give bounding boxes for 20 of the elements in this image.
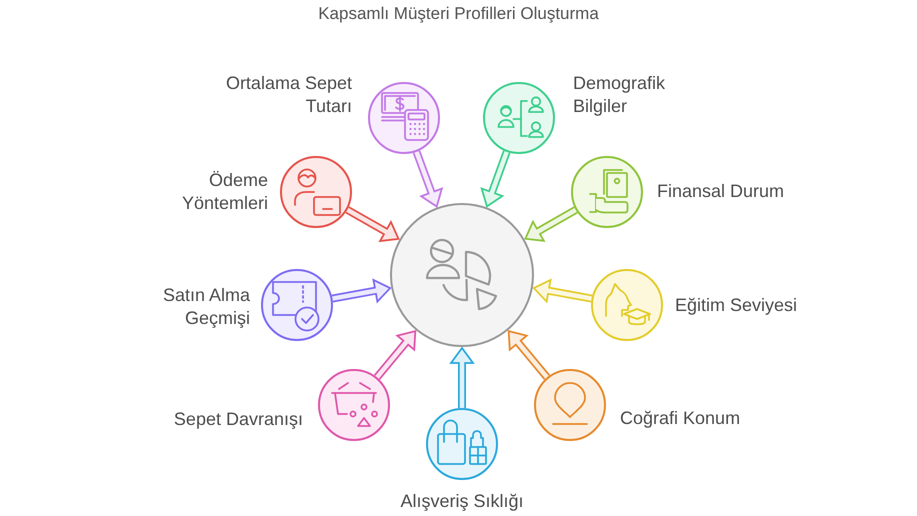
topic-label: Alışveriş Sıklığı xyxy=(400,490,524,513)
topic-label: Demografik Bilgiler xyxy=(573,72,666,118)
diagram-title: Kapsamlı Müşteri Profilleri Oluşturma xyxy=(318,4,599,24)
topic-label: Sepet Davranışı xyxy=(172,408,303,431)
arrow xyxy=(332,279,392,302)
topic-label: Satın Alma Geçmişi xyxy=(162,284,250,330)
arrow xyxy=(506,328,550,380)
arrow xyxy=(523,206,578,242)
arrow xyxy=(345,206,400,242)
topic-label: Ödeme Yöntemleri xyxy=(180,169,268,215)
arrow xyxy=(532,279,592,302)
arrow xyxy=(412,150,443,208)
hub-circle xyxy=(390,203,534,347)
topic-label: Finansal Durum xyxy=(657,180,786,203)
topic-label: Coğrafi Konum xyxy=(620,407,742,430)
topic-label: Ortalama Sepet Tutarı xyxy=(224,72,352,118)
arrow xyxy=(450,347,474,408)
arrow xyxy=(480,150,510,208)
arrow xyxy=(374,328,418,380)
topic-label: Eğitim Seviyesi xyxy=(675,294,798,317)
